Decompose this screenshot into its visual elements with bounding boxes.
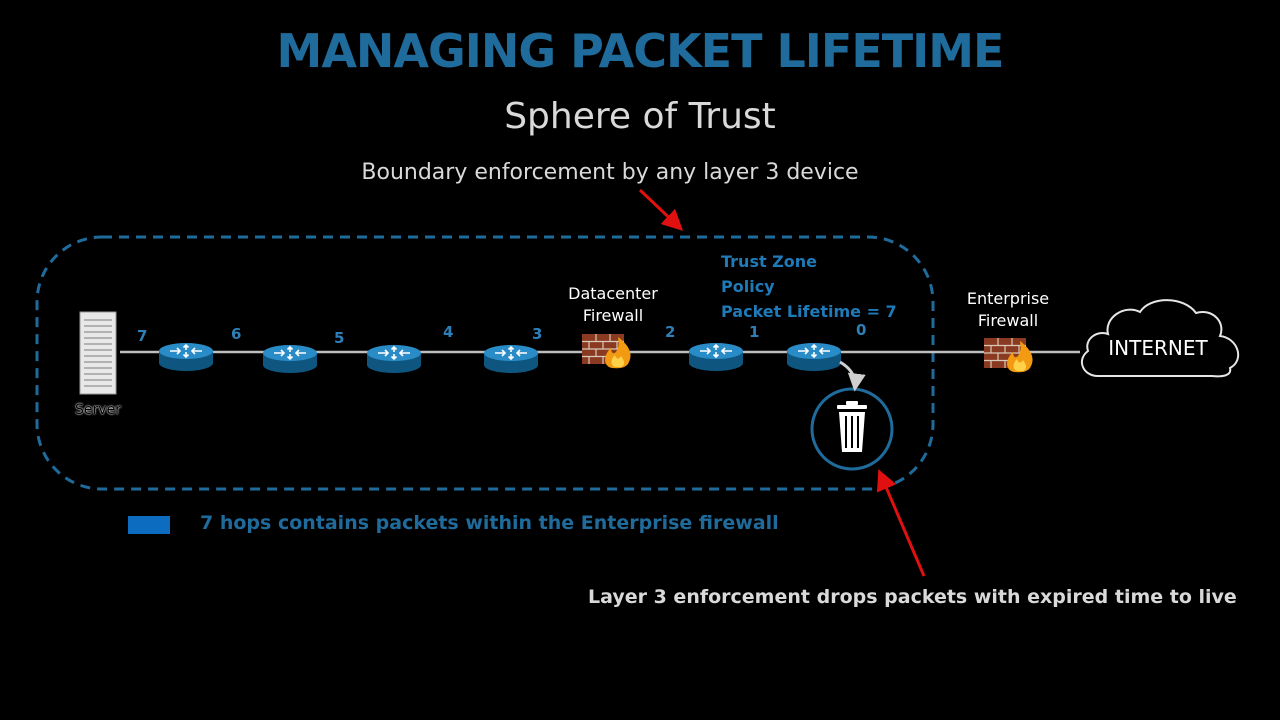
hop-count: 2 [665, 323, 676, 341]
internet-label: INTERNET [1108, 336, 1208, 360]
router-icon [158, 342, 214, 372]
enterprise-firewall-label: Enterprise Firewall [966, 289, 1050, 330]
hop-count: 5 [334, 329, 345, 347]
server-icon [79, 311, 117, 395]
hop-count: 7 [137, 327, 148, 345]
hop-count: 1 [749, 323, 760, 341]
policy-line: Policy [721, 277, 775, 296]
firewall-icon [581, 333, 632, 369]
datacenter-firewall-label: Datacenter Firewall [568, 284, 658, 325]
router-icon [786, 342, 842, 372]
router-icon [688, 342, 744, 372]
trust-zone-policy: Trust Zone Policy Packet Lifetime = 7 [721, 249, 897, 324]
enforcement-note: Layer 3 enforcement drops packets with e… [588, 586, 1237, 608]
policy-line: Packet Lifetime = 7 [721, 302, 897, 321]
router-icon [366, 344, 422, 374]
hop-count: 6 [231, 325, 242, 343]
firewall-icon [983, 337, 1034, 373]
trust-zone-boundary [35, 235, 935, 491]
drop-arrow [839, 360, 866, 392]
legend-text: 7 hops contains packets within the Enter… [200, 512, 779, 534]
boundary-pointer-arrow [638, 188, 684, 231]
legend-swatch [128, 516, 170, 534]
enforcement-pointer-arrow [876, 469, 926, 577]
hop-count: 3 [532, 325, 543, 343]
slide-subtitle: Sphere of Trust [504, 96, 776, 137]
hop-count: 4 [443, 323, 454, 341]
router-icon [262, 344, 318, 374]
cloud-icon [1080, 299, 1240, 378]
policy-line: Trust Zone [721, 252, 818, 271]
server-label: Server [75, 402, 121, 418]
boundary-note: Boundary enforcement by any layer 3 devi… [361, 160, 859, 185]
router-icon [483, 344, 539, 374]
slide-title: MANAGING PACKET LIFETIME [276, 24, 1005, 78]
trash-icon [810, 387, 894, 471]
hop-count: 0 [856, 321, 867, 339]
